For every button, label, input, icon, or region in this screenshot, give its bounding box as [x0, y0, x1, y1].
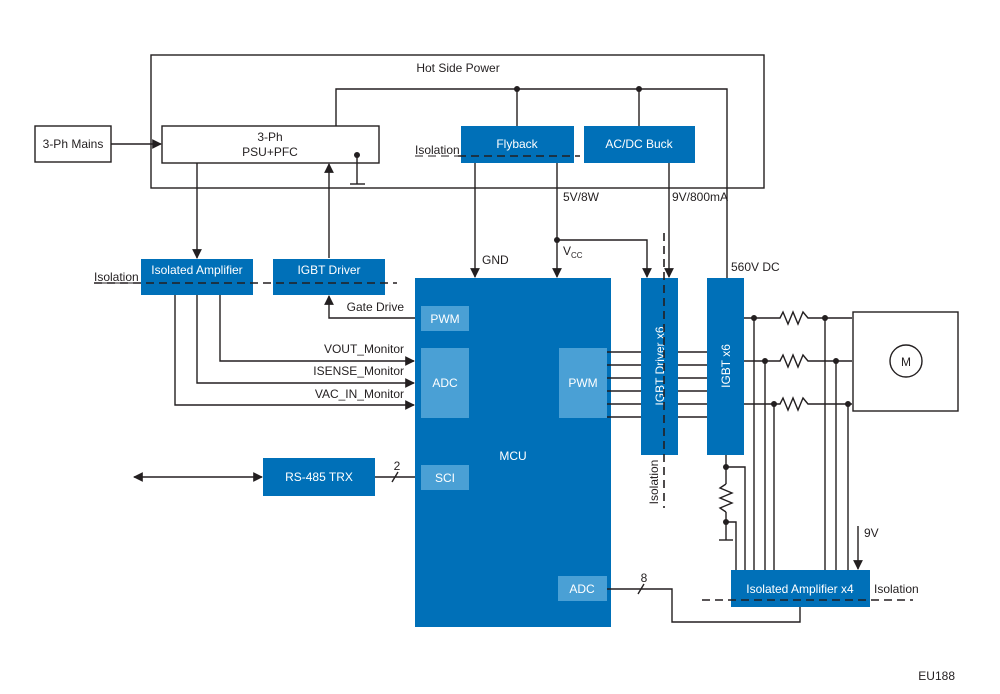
flyback-output-label: 5V/8W: [563, 190, 600, 204]
isolation-label-hot-side: Isolation: [415, 143, 460, 157]
isense-monitor-arrow: [196, 295, 415, 388]
mcu-sci[interactable]: SCI: [421, 465, 469, 490]
hot-side-boundary: [150, 54, 765, 189]
mcu-pwm-right[interactable]: PWM: [559, 348, 607, 418]
motor-label: M: [901, 355, 911, 369]
isolation-label-amp-row: Isolation: [94, 270, 139, 284]
mcu-sci-label: SCI: [435, 471, 455, 485]
flyback-block[interactable]: Flyback: [461, 126, 574, 163]
mains-block[interactable]: 3-Ph Mains: [34, 125, 112, 163]
vout-monitor-label: VOUT_Monitor: [324, 342, 404, 356]
isolated-amplifier-block[interactable]: Isolated Amplifier: [141, 259, 253, 295]
mcu-pwm-left[interactable]: PWM: [421, 306, 469, 331]
vcc-label: VCC: [563, 244, 583, 260]
vout-monitor-arrow: [219, 295, 415, 366]
adc-bus-line: [607, 588, 801, 623]
isolation-label-amp-x4: Isolation: [874, 582, 919, 596]
dc-bus-rail: [335, 88, 728, 279]
igbt-driver-x6-label: IGBT Driver x6: [653, 326, 667, 405]
acdc-buck-label: AC/DC Buck: [605, 137, 673, 151]
buck-output-label: 9V/800mA: [672, 190, 728, 204]
mcu-adc-bottom-label: ADC: [569, 582, 595, 596]
mcu-pwm-right-label: PWM: [568, 376, 597, 390]
mcu-adc-left[interactable]: ADC: [421, 348, 469, 418]
flyback-label: Flyback: [496, 137, 538, 151]
mcu-pwm-left-label: PWM: [430, 312, 459, 326]
bus-slash: [637, 583, 645, 595]
bus-slash: [391, 471, 399, 483]
figure-id: EU188: [918, 669, 955, 683]
gnd-label: GND: [482, 253, 509, 267]
mcu-label: MCU: [499, 449, 526, 463]
igbt-driver-block[interactable]: IGBT Driver: [273, 259, 385, 295]
rs485-block[interactable]: RS-485 TRX: [263, 458, 375, 496]
gate-drive-arrow: [324, 295, 416, 319]
igbt-x6-label: IGBT x6: [719, 344, 733, 388]
phase-wiring: [744, 310, 852, 570]
mcu-adc-bottom[interactable]: ADC: [558, 576, 607, 601]
motor-block[interactable]: M: [852, 311, 959, 412]
igbt-x6-block[interactable]: IGBT x6: [707, 278, 744, 455]
igbt-driver-x6-block[interactable]: IGBT Driver x6: [641, 278, 678, 455]
psu-label-line2: PSU+PFC: [242, 145, 298, 159]
pwm-bus-lines: [607, 351, 707, 418]
vac-in-monitor-label: VAC_IN_Monitor: [315, 387, 404, 401]
motor-icon: [889, 344, 923, 378]
igbt-driver-label: IGBT Driver: [297, 263, 360, 277]
mcu-block[interactable]: MCU: [415, 278, 611, 627]
dc-bus-label: 560V DC: [731, 260, 780, 274]
isense-monitor-label: ISENSE_Monitor: [313, 364, 404, 378]
isolated-amplifier-x4-label: Isolated Amplifier x4: [746, 582, 854, 596]
hot-side-label: Hot Side Power: [416, 61, 499, 75]
isolation-label-driver-column: Isolation: [647, 460, 661, 505]
rs485-label: RS-485 TRX: [285, 470, 353, 484]
adc-bus-width-label: 8: [641, 571, 648, 585]
mcu-adc-left-label: ADC: [432, 376, 458, 390]
amp-supply-label: 9V: [864, 526, 879, 540]
acdc-buck-block[interactable]: AC/DC Buck: [584, 126, 695, 163]
vac-in-monitor-arrow: [174, 295, 415, 410]
shunt-resistor: [718, 455, 746, 570]
isolated-amplifier-x4-block[interactable]: Isolated Amplifier x4: [731, 570, 870, 607]
gate-drive-label: Gate Drive: [347, 300, 405, 314]
mains-label: 3-Ph Mains: [43, 137, 104, 151]
vcc-to-driver-arrow: [557, 239, 652, 278]
psu-pfc-block[interactable]: 3-Ph PSU+PFC: [161, 125, 380, 164]
sci-bus-width-label: 2: [394, 459, 401, 473]
isolated-amplifier-label: Isolated Amplifier: [151, 263, 242, 277]
psu-label-line1: 3-Ph: [257, 130, 282, 144]
